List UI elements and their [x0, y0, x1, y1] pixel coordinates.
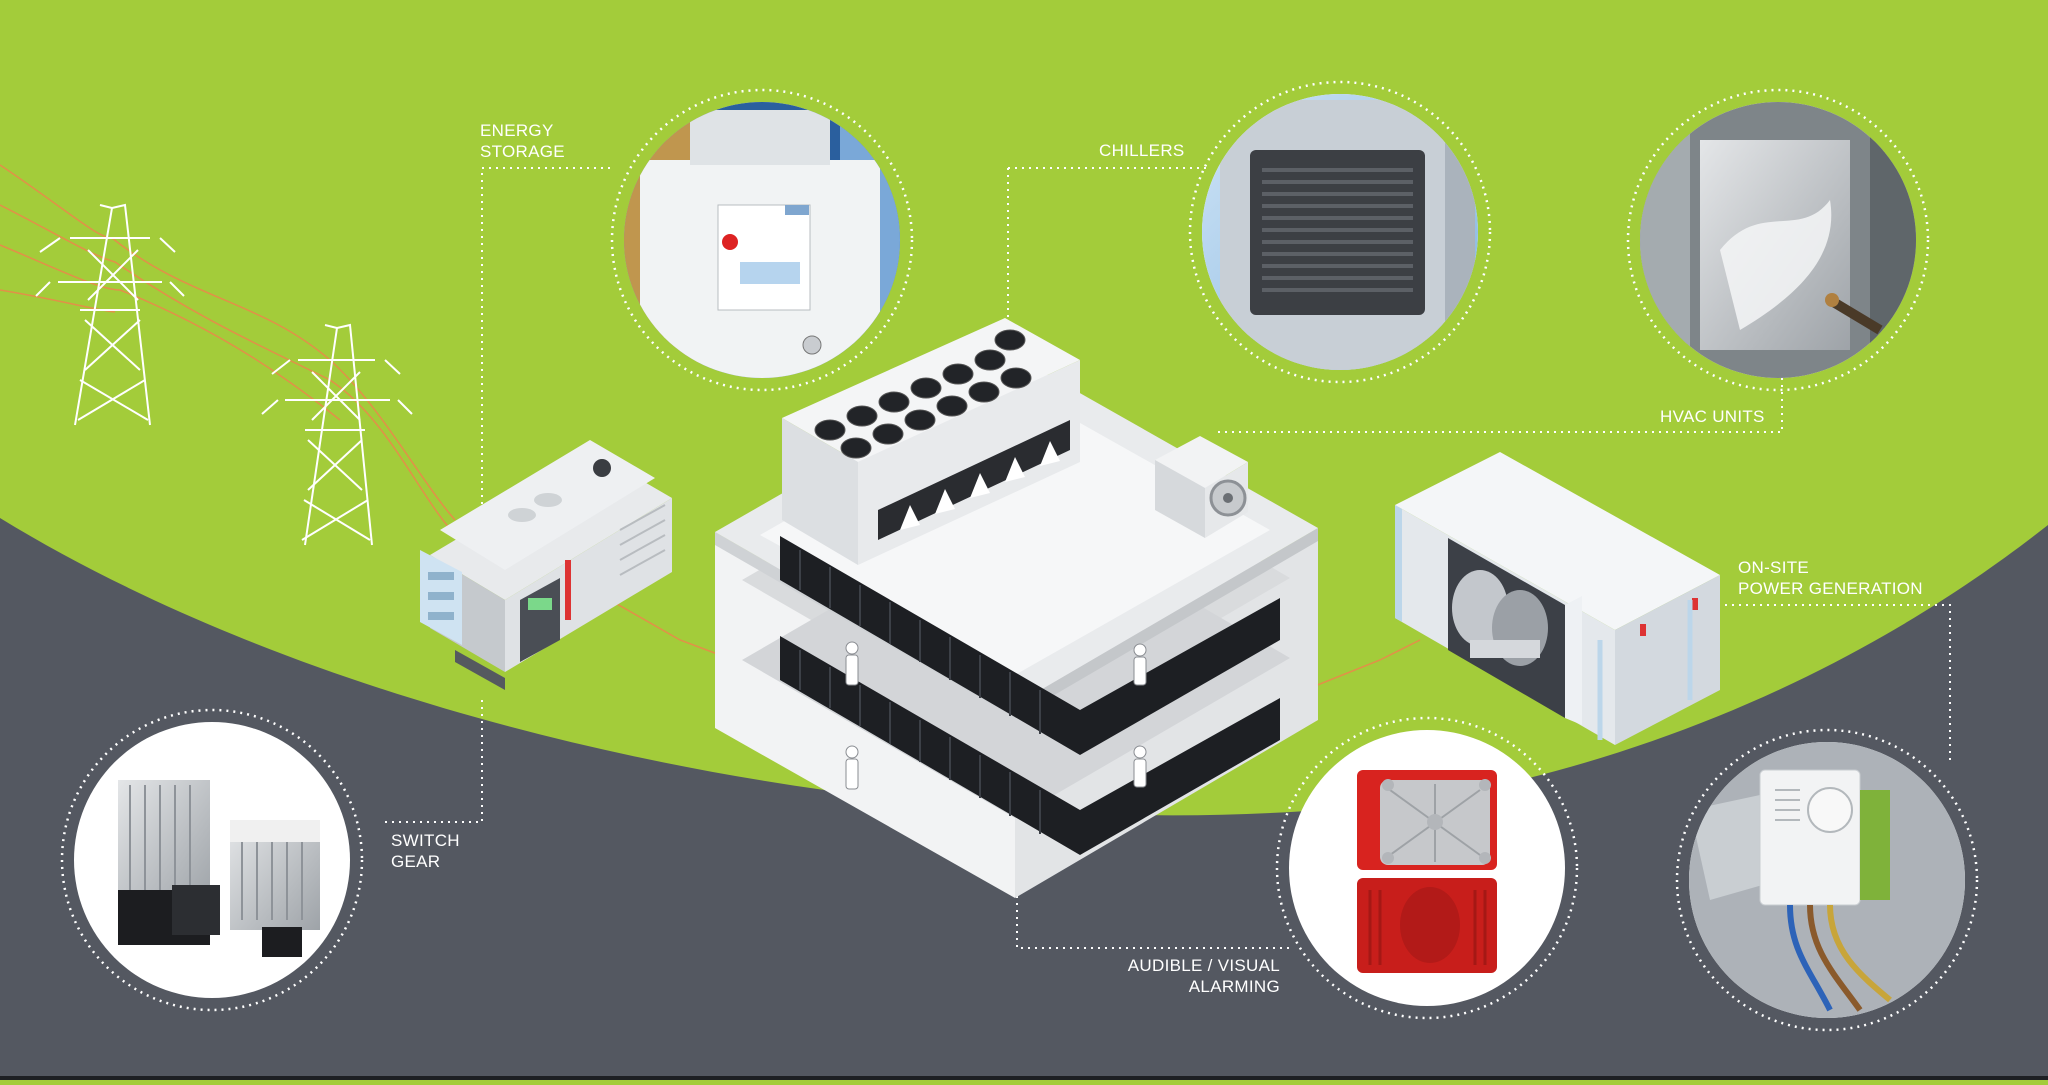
power-pylon-icon	[261, 323, 413, 546]
energy-storage-photo	[610, 88, 914, 392]
power-lines	[0, 164, 1421, 691]
thermostat-photo	[1675, 728, 1979, 1032]
container-generator-icon	[1395, 452, 1720, 745]
power-pylon-icon	[35, 203, 185, 426]
generator-icon	[420, 440, 672, 690]
label-hvac-units: HVAC UNITS	[1660, 407, 1765, 426]
switch-gear-photo	[60, 708, 364, 1012]
alarming-photo	[1275, 716, 1579, 1020]
label-chillers: CHILLERS	[1099, 141, 1185, 160]
data-center-building-icon	[715, 318, 1318, 898]
connector-lines	[380, 167, 1951, 949]
